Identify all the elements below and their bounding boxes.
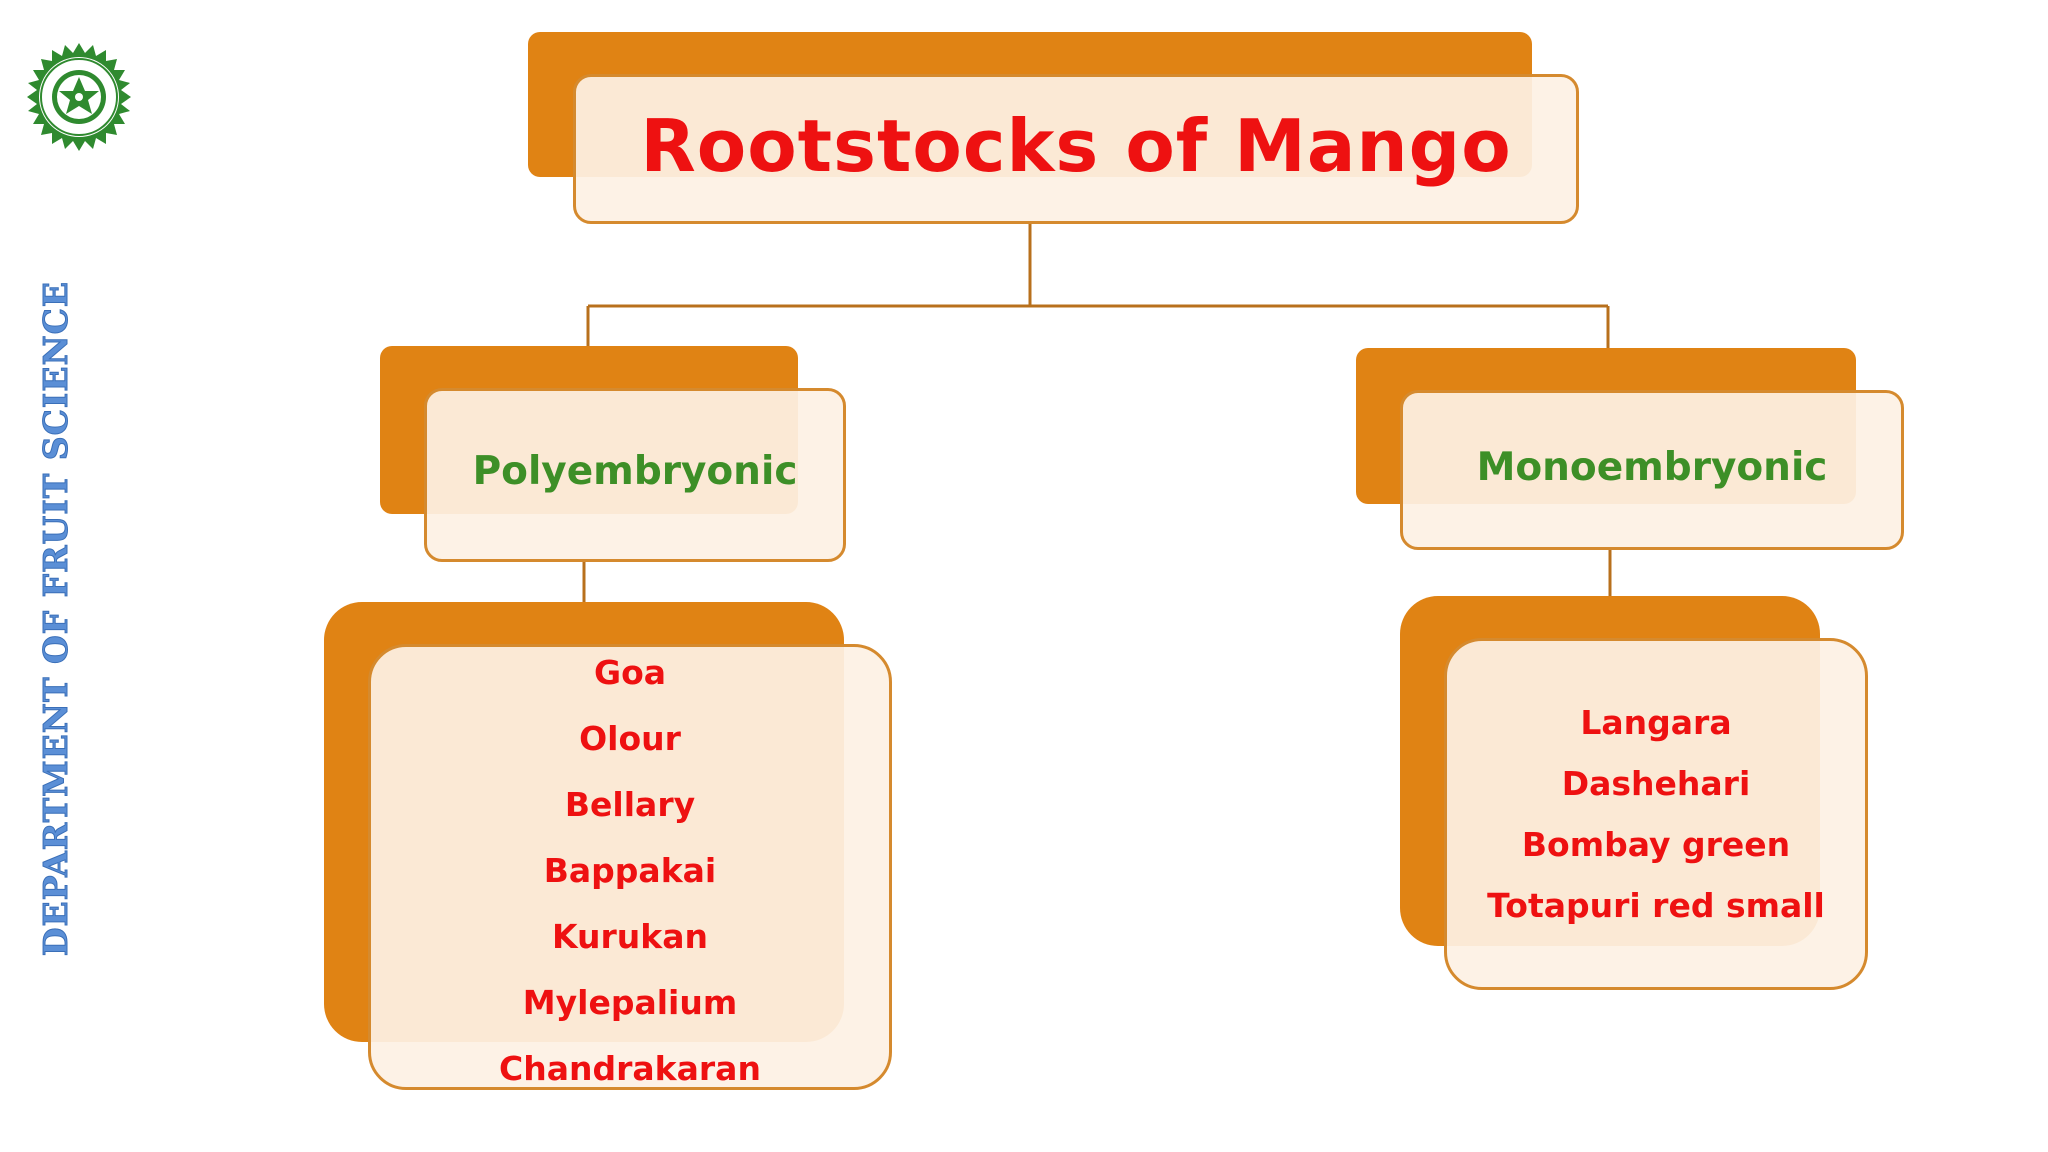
list-item: Olour [579, 719, 681, 758]
list-item: Bellary [564, 785, 696, 824]
list-item: Chandrakaran [499, 1049, 761, 1088]
mono-box [1400, 390, 1904, 550]
list-item: Bappakai [543, 851, 717, 890]
list-item: Kurukan [552, 917, 708, 956]
title-box [573, 74, 1579, 224]
poly-box [424, 388, 846, 562]
mono-list-box [1444, 638, 1868, 990]
list-item: Totapuri red small [1487, 886, 1825, 925]
list-item: Goa [593, 653, 667, 692]
university-seal-icon [27, 43, 131, 151]
list-item: Mylepalium [522, 983, 738, 1022]
page-title: Rootstocks of Mango [640, 104, 1512, 188]
list-item: Langara [1580, 703, 1732, 742]
poly-list-box [368, 644, 892, 1090]
list-item: Bombay green [1521, 825, 1791, 864]
polyembryonic-list: Goa Olour Bellary Bappakai Kurukan Mylep… [368, 640, 892, 1102]
monoembryonic-list: Langara Dashehari Bombay green Totapuri … [1444, 692, 1868, 936]
list-item: Dashehari [1561, 764, 1751, 803]
category-polyembryonic: Polyembryonic [472, 449, 798, 494]
category-monoembryonic: Monoembryonic [1476, 445, 1828, 490]
